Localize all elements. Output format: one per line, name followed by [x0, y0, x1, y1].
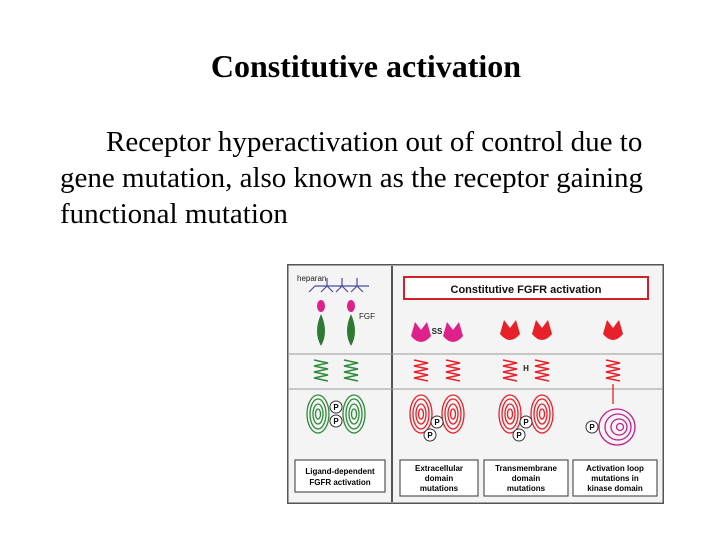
slide-body-text: Receptor hyperactivation out of control …: [60, 126, 643, 230]
svg-text:P: P: [516, 431, 522, 440]
svg-text:mutations: mutations: [420, 484, 459, 493]
svg-text:Activation loop: Activation loop: [586, 464, 644, 473]
svg-text:domain: domain: [425, 474, 454, 483]
svg-text:P: P: [333, 403, 339, 412]
svg-text:mutations in: mutations in: [591, 474, 639, 483]
svg-text:P: P: [427, 431, 433, 440]
svg-text:P: P: [333, 417, 339, 426]
svg-text:FGFR activation: FGFR activation: [309, 478, 370, 487]
svg-text:kinase domain: kinase domain: [587, 484, 643, 493]
svg-text:Ligand-dependent: Ligand-dependent: [305, 467, 375, 476]
heparan-label: heparan: [297, 274, 326, 283]
svg-text:domain: domain: [512, 474, 541, 483]
caption-box-activation-loop: Activation loop mutations in kinase doma…: [573, 460, 657, 496]
slide-title: Constitutive activation: [0, 48, 720, 85]
caption-box-transmembrane: Transmembrane domain mutations: [484, 460, 568, 496]
svg-text:P: P: [523, 418, 529, 427]
fgfr-activation-figure: heparan FGF P P Constitutive FGFR activa…: [287, 264, 664, 504]
svg-text:Extracellular: Extracellular: [415, 464, 463, 473]
svg-text:mutations: mutations: [507, 484, 546, 493]
header-text: Constitutive FGFR activation: [451, 284, 602, 296]
caption-box-extracellular: Extracellular domain mutations: [400, 460, 478, 496]
svg-text:P: P: [434, 418, 440, 427]
svg-text:Transmembrane: Transmembrane: [495, 464, 557, 473]
ss-label: SS: [432, 327, 443, 336]
slide-body: Receptor hyperactivation out of control …: [60, 124, 680, 232]
caption-box-ligand: Ligand-dependent FGFR activation: [295, 460, 385, 492]
h-label: H: [523, 364, 529, 373]
svg-text:P: P: [589, 423, 595, 432]
fgf-label: FGF: [359, 312, 375, 321]
